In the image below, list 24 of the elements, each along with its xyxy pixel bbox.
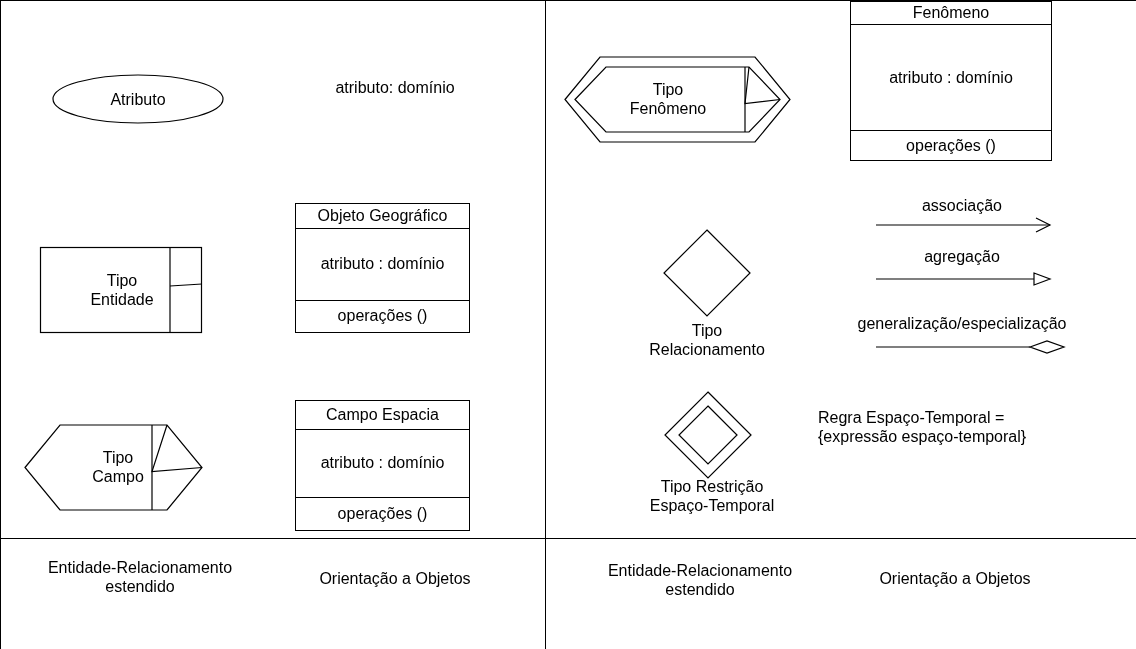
node-label: Tipo Fenômeno (628, 80, 708, 118)
node-label: Atributo (109, 89, 167, 109)
class-attribute: atributo : domínio (296, 428, 469, 497)
arrow-label: agregação (923, 246, 1001, 266)
class-attribute: atributo : domínio (296, 227, 469, 300)
node-label: Tipo Restrição Espaço-Temporal (648, 477, 776, 515)
class-name: Campo Espacia (325, 404, 440, 425)
arrow-label: generalização/especialização (856, 313, 1068, 333)
class-name: Objeto Geográfico (316, 205, 449, 226)
node-label: Tipo Entidade (89, 271, 155, 309)
class-operations: operações () (296, 496, 469, 530)
column-header: Orientação a Objetos (318, 568, 472, 588)
column-header: Entidade-Relacionamento estendido (46, 558, 234, 596)
class-operations: operações () (296, 299, 469, 332)
rule-text: Regra Espaço-Temporal = {expressão espaço-temporal} (818, 408, 1028, 446)
node-label: Tipo Campo (91, 448, 145, 486)
notation-text: atributo: domínio (334, 77, 456, 97)
class-operations: operações () (851, 130, 1051, 160)
node-label: Tipo Relacionamento (648, 321, 766, 359)
column-header: Entidade-Relacionamento estendido (606, 561, 794, 599)
class-name: Fenômeno (911, 2, 991, 23)
arrow-label: associação (920, 195, 1003, 215)
column-header: Orientação a Objetos (878, 568, 1032, 588)
class-attribute: atributo : domínio (851, 23, 1051, 131)
